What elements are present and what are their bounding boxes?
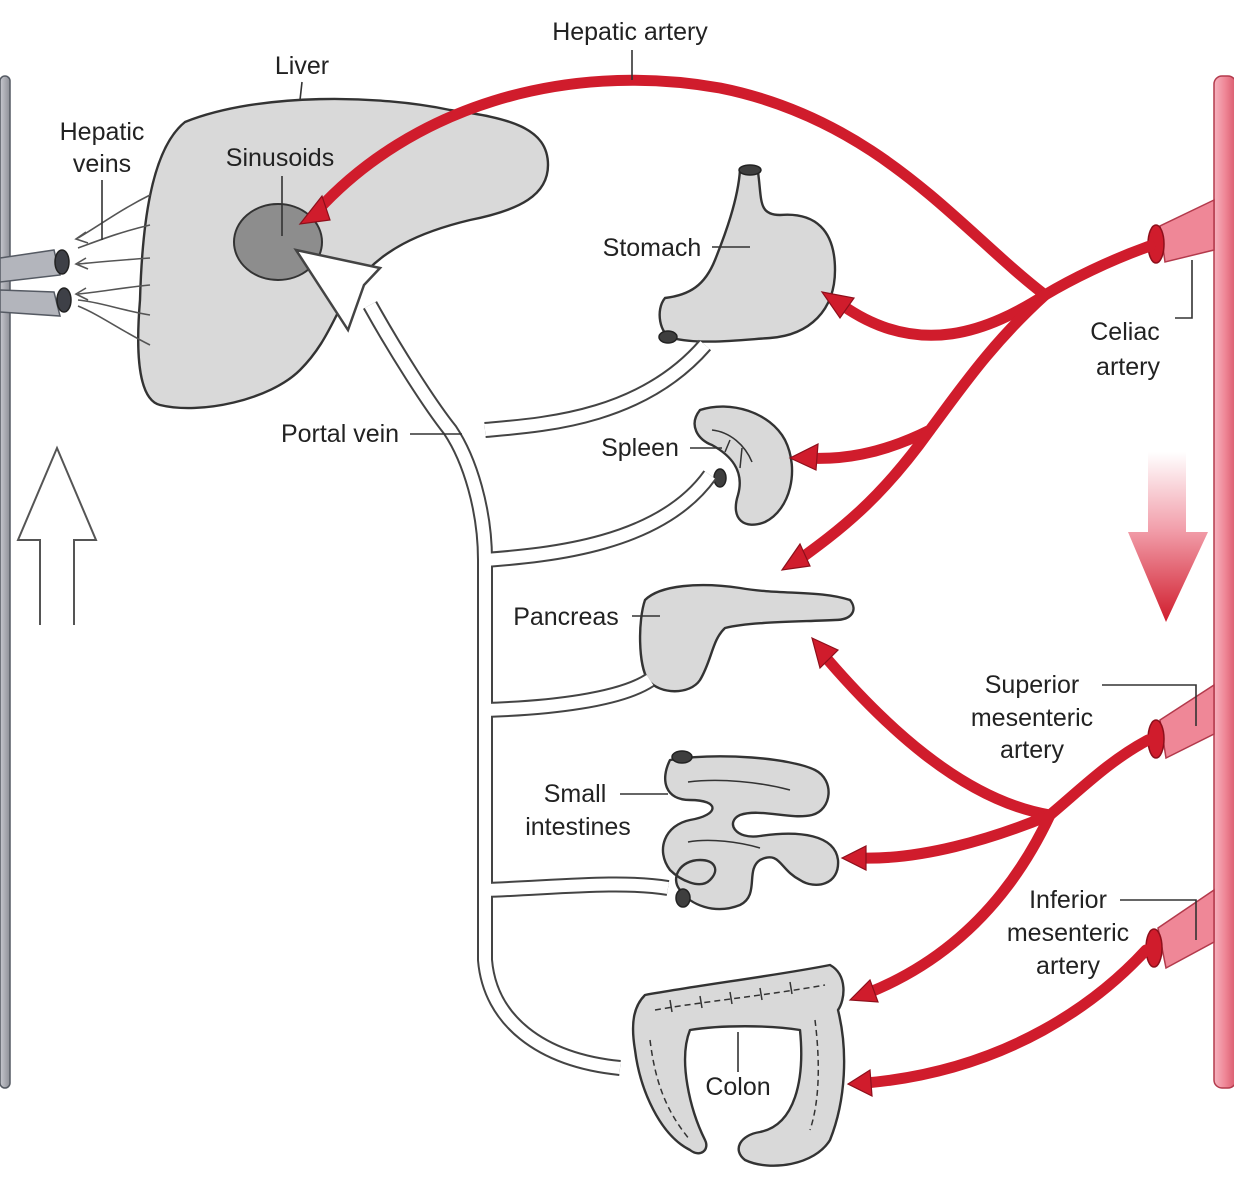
vena-cava [0, 75, 72, 1089]
portal-vein-system [293, 248, 717, 1076]
venous-return-arrow [16, 445, 98, 625]
colon [631, 963, 846, 1167]
label-small-intestines-line2: intestines [525, 813, 631, 841]
spleen [693, 405, 794, 526]
arterial-tree [298, 74, 1156, 1098]
liver [137, 97, 550, 410]
label-spleen: Spleen [601, 434, 679, 462]
label-stomach: Stomach [603, 234, 702, 262]
arterial-flow-arrow [1128, 452, 1208, 622]
portal-vein-arrowhead [293, 248, 383, 333]
label-sma-line3: artery [1000, 736, 1064, 764]
label-hepatic-veins-line2: veins [73, 150, 131, 178]
label-ima-line2: mesenteric [1007, 919, 1129, 947]
label-celiac-line2: artery [1096, 353, 1160, 381]
label-liver: Liver [275, 52, 329, 80]
leader-lines [101, 50, 1197, 1072]
aorta [1145, 75, 1234, 1089]
label-ima-line3: artery [1036, 952, 1100, 980]
pancreas [638, 583, 855, 693]
small-intestines [661, 750, 840, 911]
label-sma-line2: mesenteric [971, 704, 1093, 732]
label-sma-line1: Superior [985, 671, 1080, 699]
label-portal-vein: Portal vein [281, 420, 399, 448]
label-hepatic-artery: Hepatic artery [552, 18, 708, 46]
label-celiac-line1: Celiac [1090, 318, 1159, 346]
label-sinusoids: Sinusoids [226, 144, 334, 172]
sinusoids-region [233, 203, 323, 281]
hepatic-vein-streams [74, 194, 151, 346]
label-pancreas: Pancreas [513, 603, 619, 631]
label-small-intestines-line1: Small [544, 780, 607, 808]
label-ima-line1: Inferior [1029, 886, 1107, 914]
stomach [658, 164, 837, 344]
labels: Hepatic artery Liver Hepatic veins Sinus… [60, 18, 1161, 1101]
label-hepatic-veins-line1: Hepatic [60, 118, 145, 146]
label-colon: Colon [705, 1073, 770, 1101]
